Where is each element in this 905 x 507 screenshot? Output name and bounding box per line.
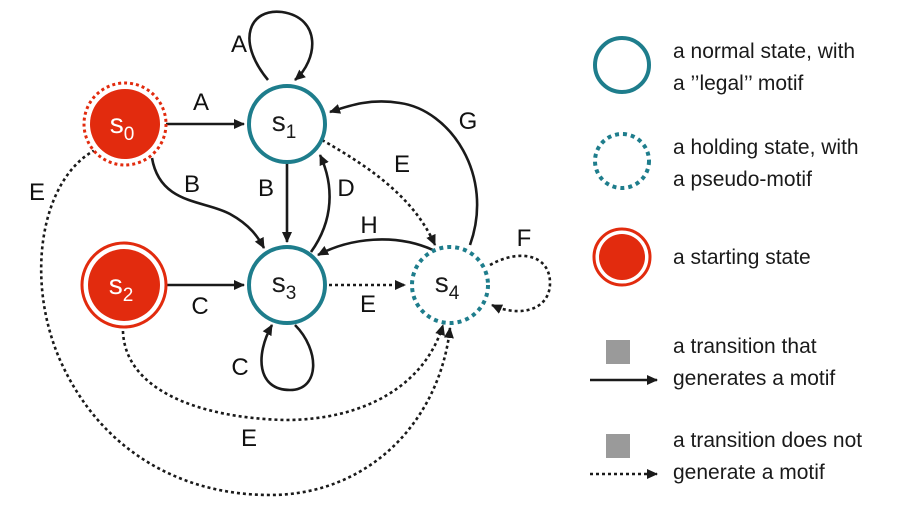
- edge-s4-s3: [317, 238, 434, 257]
- edge-label-s4-s3: H: [360, 212, 377, 239]
- edge-label-s3-s1: D: [337, 175, 354, 202]
- state-s1: s1: [247, 84, 327, 164]
- edge-label-s2-s3: C: [191, 293, 208, 320]
- legend-starting-symbol-fill: [599, 234, 645, 280]
- edge-s0-s4: [39, 148, 454, 497]
- legend-normal-line2: a ’’legal’’ motif: [673, 72, 804, 95]
- legend-notransition-line1: a transition does not: [673, 429, 862, 452]
- state-s3-label: s: [272, 267, 286, 298]
- svg-text:s1: s1: [272, 106, 297, 143]
- state-s0-label: s: [110, 108, 124, 139]
- svg-text:s2: s2: [109, 269, 134, 306]
- edge-s1-s4: [321, 138, 437, 246]
- state-s2: s2: [80, 241, 168, 329]
- edge-label-s0-s1: A: [193, 89, 209, 116]
- state-s3-subscript: 3: [286, 283, 297, 304]
- legend-starting-text: a starting state: [673, 246, 811, 269]
- state-s4: s4: [410, 245, 490, 325]
- edge-label-s1-s3: B: [258, 175, 274, 202]
- state-s4-label: s: [435, 267, 449, 298]
- legend-transition-square: [606, 340, 630, 364]
- edge-label-s3-s4: E: [360, 291, 376, 318]
- legend-notransition-square: [606, 434, 630, 458]
- edge-label-s1-s4: E: [394, 151, 410, 178]
- edge-s1-self: [248, 10, 314, 81]
- legend-transition-line2: generates a motif: [673, 367, 835, 390]
- legend-holding-symbol: [593, 132, 651, 190]
- state-s1-subscript: 1: [286, 122, 297, 143]
- state-s2-label: s: [109, 269, 123, 300]
- edge-s0-s3: [150, 157, 266, 249]
- edge-label-s4-self: F: [517, 225, 532, 252]
- edge-label-s1-self: A: [231, 31, 247, 58]
- state-s2-subscript: 2: [123, 285, 134, 306]
- edge-label-s4-s1: G: [459, 108, 478, 135]
- edge-label-s2-s4: E: [241, 425, 257, 452]
- legend-notransition-line2: generate a motif: [673, 461, 825, 484]
- svg-text:s0: s0: [110, 108, 135, 145]
- edge-s4-s1: [329, 100, 479, 246]
- edge-label-s3-self: C: [231, 354, 248, 381]
- state-s0-subscript: 0: [124, 124, 135, 145]
- legend: a normal state, with a ’’legal’’ motif a…: [590, 36, 862, 484]
- edge-s3-self: [260, 324, 315, 392]
- state-s4-subscript: 4: [449, 283, 460, 304]
- svg-text:s3: s3: [272, 267, 297, 304]
- legend-normal-line1: a normal state, with: [673, 40, 855, 63]
- edge-s4-self: [489, 254, 552, 314]
- state-s1-label: s: [272, 106, 286, 137]
- edge-s2-s4: [121, 324, 445, 422]
- legend-transition-line1: a transition that: [673, 335, 817, 358]
- svg-text:s4: s4: [435, 267, 460, 304]
- edge-label-s0-s4: E: [29, 179, 45, 206]
- state-s0: s0: [82, 81, 168, 167]
- legend-holding-line2: a pseudo-motif: [673, 168, 812, 191]
- edge-s3-s1: [309, 154, 331, 253]
- legend-normal-symbol: [593, 36, 651, 94]
- state-s3: s3: [247, 245, 327, 325]
- edge-label-s0-s3: B: [184, 171, 200, 198]
- legend-holding-line1: a holding state, with: [673, 136, 859, 159]
